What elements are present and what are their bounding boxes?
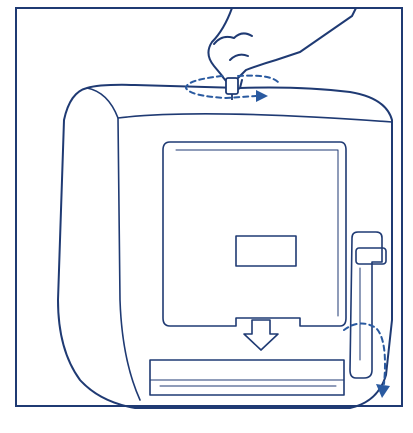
bottom-tray [150,360,344,395]
down-arrow-icon [244,320,278,350]
dispenser-left-edge [87,88,140,400]
label-slot [236,236,296,266]
outer-frame [16,8,402,406]
dispenser-top-edge [118,114,392,122]
front-window-inner [176,150,338,316]
side-lever-housing [350,232,382,378]
dispenser-unit [58,85,392,408]
front-window [163,142,346,326]
rotate-arrow-top-head [256,90,268,102]
